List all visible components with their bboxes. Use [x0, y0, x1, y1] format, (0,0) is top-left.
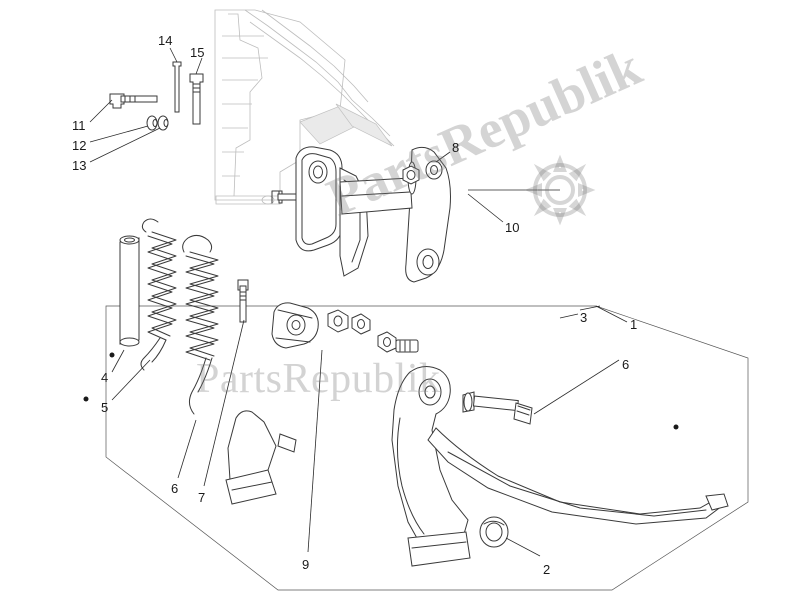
- ghost-frame: [214, 9, 395, 205]
- part-11-bolt: [109, 93, 158, 109]
- part-stand-left-leg: [225, 410, 297, 505]
- callout-12: 12: [72, 138, 87, 153]
- callout-7: 7: [198, 490, 206, 505]
- part-14-screw: [172, 61, 182, 113]
- diagram-boundary: [105, 305, 749, 591]
- part-2-rubber-stop: [479, 516, 509, 548]
- pivot-nuts: [327, 309, 419, 353]
- leader-lines: [89, 47, 628, 557]
- part-4-bush: [119, 235, 140, 347]
- part-15-bolt: [189, 73, 204, 125]
- callout-6-right: 6: [622, 357, 630, 372]
- anchor-dot-left-2: [83, 396, 89, 402]
- callout-11: 11: [72, 118, 86, 133]
- anchor-dot-right: [673, 424, 679, 430]
- callout-5: 5: [101, 400, 109, 415]
- pivot-block: [271, 302, 319, 349]
- callout-8: 8: [452, 140, 460, 155]
- part-5-spring: [140, 218, 177, 371]
- part-7-pin: [237, 279, 249, 323]
- callout-10: 10: [505, 220, 520, 235]
- callout-2: 2: [543, 562, 551, 577]
- callout-14: 14: [158, 33, 173, 48]
- part-13-washer: [157, 115, 169, 131]
- part-8-upper-bracket: [295, 146, 451, 283]
- callout-1: 1: [630, 317, 638, 332]
- part-6-spring: [182, 234, 219, 415]
- callout-15: 15: [190, 45, 205, 60]
- callout-6-left: 6: [171, 481, 179, 496]
- gear-icon: [520, 150, 600, 230]
- callout-9: 9: [302, 557, 310, 572]
- callout-13: 13: [72, 158, 87, 173]
- anchor-dot-left: [109, 352, 115, 358]
- part-8-nut: [402, 165, 420, 185]
- part-1-bolt: [462, 391, 533, 425]
- part-12-washer: [146, 115, 158, 131]
- callout-3: 3: [580, 310, 588, 325]
- part-9-center-stand: [391, 366, 729, 567]
- callout-4: 4: [101, 370, 109, 385]
